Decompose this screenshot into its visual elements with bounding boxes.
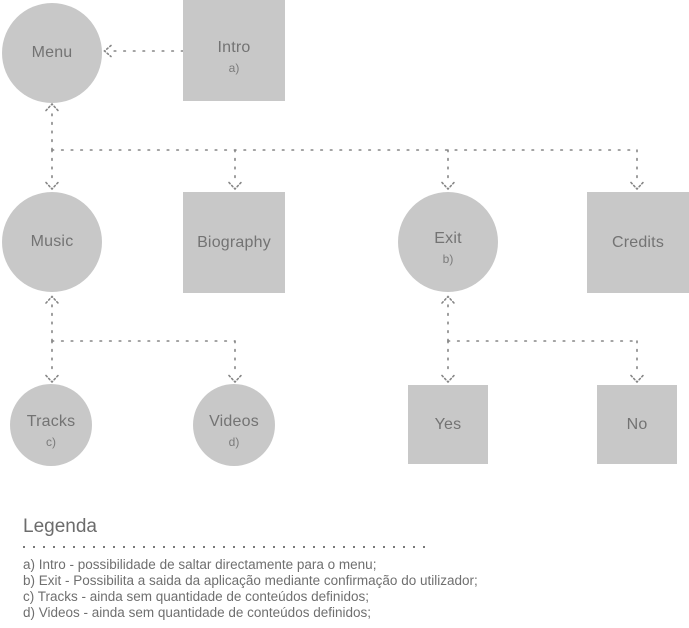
node-videos: Videos d) [193,384,275,466]
node-intro-label: Intro [217,38,251,56]
edge-drop-tracks [45,340,59,384]
node-no-label: No [626,415,648,433]
edge-intro-menu [103,44,184,58]
edge-drop-videos [228,340,242,384]
node-exit: Exit b) [398,192,498,292]
node-exit-label: Exit [434,230,462,247]
node-videos-marker: d) [228,435,240,449]
edge-drop-music [45,149,59,191]
node-tracks-marker: c) [46,435,56,449]
node-biography: Biography [183,192,285,293]
node-credits-label: Credits [611,233,665,251]
node-yes: Yes [408,385,488,464]
node-yes-label: Yes [434,415,462,433]
node-no: No [597,385,677,464]
node-biography-label: Biography [197,233,271,251]
edge-drop-credits [630,149,644,191]
edge-drop-no [630,340,644,384]
legend-title: Legenda [23,516,97,537]
legend-item-b: b) Exit - Possibilita a saida da aplicaç… [23,573,478,588]
node-videos-label: Videos [209,413,259,430]
node-intro-marker: a) [228,60,240,75]
node-menu-label: Menu [31,44,73,61]
legend-item-d: d) Videos - ainda sem quantidade de cont… [23,605,371,620]
node-credits: Credits [587,192,689,293]
edge-menu-children [45,102,638,151]
node-menu: Menu [2,3,102,103]
node-music: Music [2,192,102,292]
edge-drop-biography [228,149,242,191]
edge-drop-exit [441,149,455,191]
legend-dotted-rule [23,545,433,548]
legend-items: a) Intro - possibilidade de saltar direc… [23,557,478,621]
edge-drop-yes [441,340,455,384]
legend-item-c: c) Tracks - ainda sem quantidade de cont… [23,589,369,604]
node-exit-marker: b) [442,252,454,266]
node-intro: Intro a) [183,0,285,101]
legend-item-a: a) Intro - possibilidade de saltar direc… [23,557,377,572]
edge-music-children [45,295,236,342]
node-music-label: Music [30,233,74,250]
legend: Legenda a) Intro - possibilidade de salt… [23,516,478,621]
edge-exit-children [441,295,638,342]
node-tracks: Tracks c) [10,384,92,466]
node-tracks-label: Tracks [26,413,76,430]
